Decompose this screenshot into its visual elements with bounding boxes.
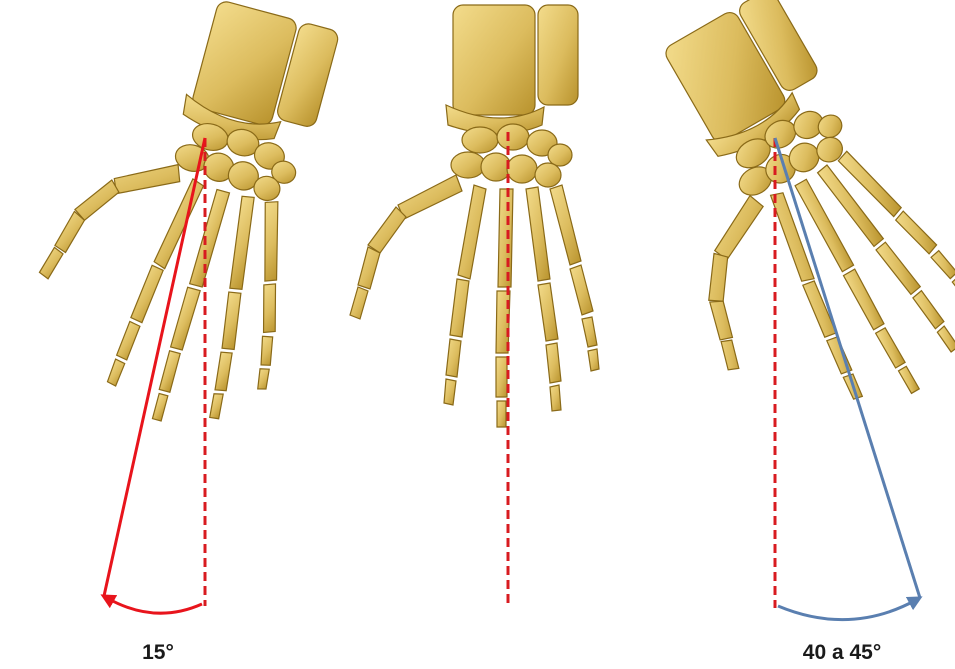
angle-label-right: 40 a 45° bbox=[803, 641, 881, 664]
angle-arc-left bbox=[107, 598, 202, 613]
hand-ulnar-deviation: 40 a 45° bbox=[573, 0, 955, 664]
hand-neutral bbox=[350, 5, 599, 606]
angle-label-left: 15° bbox=[142, 641, 174, 664]
hand-skeleton-right bbox=[573, 0, 955, 467]
hand-skeleton-center bbox=[350, 5, 599, 427]
angle-arc-right bbox=[778, 600, 916, 620]
hand-radial-deviation: 15° bbox=[10, 0, 360, 664]
